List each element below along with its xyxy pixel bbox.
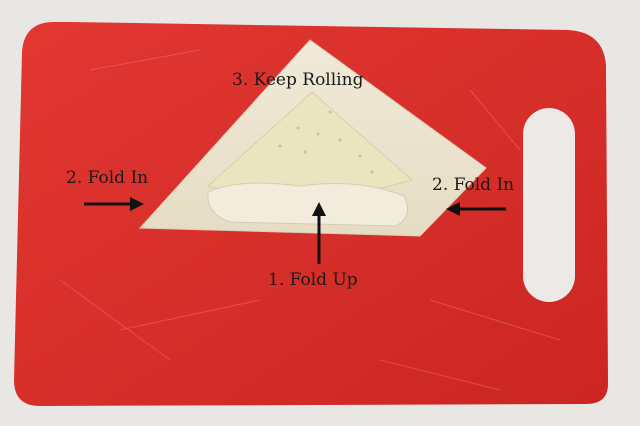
step-keep-rolling-label: 3. Keep Rolling [232, 70, 364, 90]
step-fold-up-label: 1. Fold Up [268, 270, 358, 290]
step-fold-in-right-label: 2. Fold In [432, 175, 515, 195]
step-fold-in-left-label: 2. Fold In [66, 168, 149, 188]
folded-flap [207, 182, 409, 227]
cutting-board-handle [523, 108, 575, 302]
board-scratches [59, 49, 561, 391]
arrows [84, 197, 506, 264]
cheese-holes [278, 110, 374, 174]
